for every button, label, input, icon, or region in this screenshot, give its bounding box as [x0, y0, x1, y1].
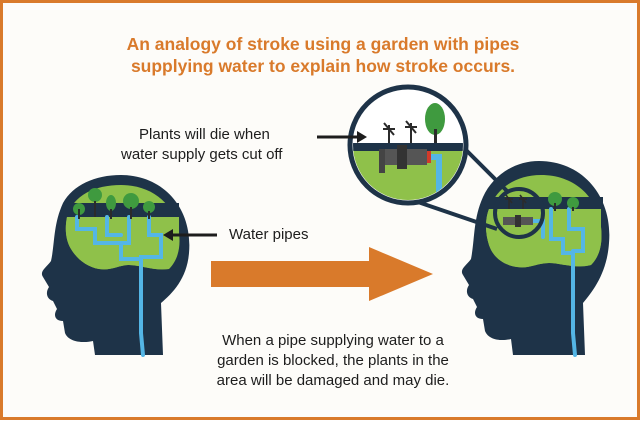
right-head-icon: [461, 161, 610, 357]
tree-icon: [88, 188, 102, 202]
magnifier-circle-icon: [347, 84, 469, 206]
tree-icon: [123, 193, 139, 209]
tree-icon: [548, 192, 562, 206]
caption-line-1: When a pipe supplying water to a: [222, 332, 444, 349]
left-pipes: [75, 215, 163, 357]
caption: When a pipe supplying water to a garden …: [183, 331, 483, 391]
wilted-plant-icon: [505, 194, 527, 209]
right-arrow-icon: [211, 247, 433, 301]
title-line-2: supplying water to explain how stroke oc…: [130, 56, 516, 76]
diagram-title: An analogy of stroke using a garden with…: [3, 33, 640, 77]
tree-icon: [425, 103, 445, 135]
tree-icon: [143, 201, 155, 213]
water-pipes-pointer: [163, 229, 217, 241]
wilted-plant-icon: [383, 120, 417, 143]
diagram-illustration: [41, 84, 610, 357]
caption-line-3: area will be damaged and may die.: [216, 372, 450, 389]
caption-line-2: garden is blocked, the plants in the: [217, 352, 449, 369]
tree-icon: [106, 195, 116, 211]
right-trees: [505, 192, 579, 211]
left-head-icon: [41, 175, 190, 357]
left-trees: [73, 188, 155, 219]
small-focus-ring: [493, 187, 545, 239]
right-blocked-pipe: [503, 215, 533, 227]
plants-label-line-2: water supply gets cut off: [121, 146, 283, 163]
plants-label-line-1: Plants will die when: [139, 126, 270, 143]
tree-icon: [567, 197, 579, 209]
water-pipes-label: Water pipes: [229, 226, 309, 243]
title-line-1: An analogy of stroke using a garden with…: [126, 34, 520, 54]
plants-pointer: [317, 131, 367, 143]
blockage-marker: [427, 151, 431, 163]
